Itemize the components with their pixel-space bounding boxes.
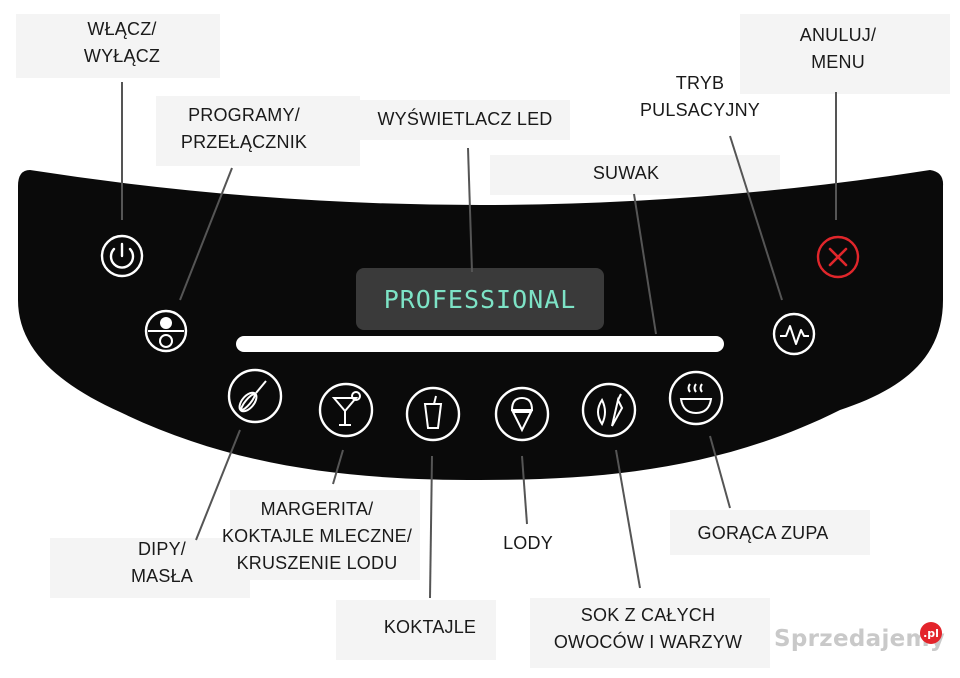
label-dips-line2: MASŁA <box>130 566 194 586</box>
led-display-text: PROFESSIONAL <box>383 284 577 314</box>
whisk-icon <box>238 380 267 413</box>
label-pulse-line1: TRYB <box>675 73 725 93</box>
label-juice-line2: OWOCÓW I WARZYW <box>553 632 743 652</box>
label-ice-cream-line1: LODY <box>503 533 553 553</box>
dips-button[interactable] <box>227 368 283 424</box>
label-margarita: MARGERITA/ KOKTAJLE MLECZNE/ KRUSZENIE L… <box>206 496 428 577</box>
cancel-x-icon <box>828 247 848 267</box>
label-dips: DIPY/ MASŁA <box>116 536 208 590</box>
pulse-wave-icon <box>780 325 809 345</box>
ice-cream-button[interactable] <box>494 386 550 442</box>
led-display <box>356 268 604 330</box>
label-programs: PROGRAMY/ PRZEŁĄCZNIK <box>160 102 328 156</box>
power-icon <box>109 242 135 269</box>
program-toggle-icon <box>148 317 184 348</box>
label-margarita-line3: KRUSZENIE LODU <box>236 553 398 573</box>
label-programs-line1: PROGRAMY/ <box>188 105 300 125</box>
label-margarita-line2: KOKTAJLE MLECZNE/ <box>221 526 413 546</box>
label-led: WYŚWIETLACZ LED <box>360 106 570 133</box>
label-juice-line1: SOK Z CAŁYCH <box>580 605 716 625</box>
label-smoothies: KOKTAJLE <box>370 614 490 641</box>
juice-button[interactable] <box>581 382 637 438</box>
label-ice-cream: LODY <box>480 530 576 557</box>
ice-cream-cone-icon <box>510 396 534 433</box>
soup-bowl-icon <box>679 383 713 415</box>
label-soup-line1: GORĄCA ZUPA <box>697 523 829 543</box>
label-cancel-line2: MENU <box>811 52 865 72</box>
label-pulse-line2: PULSACYJNY <box>639 100 761 120</box>
label-backgrounds <box>16 14 950 668</box>
label-power-line2: WYŁĄCZ <box>83 46 161 66</box>
label-led-line1: WYŚWIETLACZ LED <box>377 109 553 129</box>
label-soup: GORĄCA ZUPA <box>680 520 846 547</box>
vegetables-icon <box>597 393 624 427</box>
watermark-badge: .pl <box>920 622 942 644</box>
programs-button[interactable] <box>144 309 188 353</box>
cocktail-glass-icon <box>331 391 361 426</box>
margarita-button[interactable] <box>318 382 374 438</box>
label-cancel: ANULUJ/ MENU <box>776 22 900 76</box>
slider-bar[interactable] <box>236 336 724 352</box>
smoothies-button[interactable] <box>405 386 461 442</box>
watermark-text: Sprzedajemy <box>774 626 946 652</box>
label-juice: SOK Z CAŁYCH OWOCÓW I WARZYW <box>538 602 758 656</box>
cup-straw-icon <box>423 395 443 429</box>
label-pulse: TRYB PULSACYJNY <box>610 70 790 124</box>
cancel-button[interactable] <box>816 235 860 279</box>
label-cancel-line1: ANULUJ/ <box>799 25 877 45</box>
soup-button[interactable] <box>668 370 724 426</box>
label-slider: SUWAK <box>576 160 676 187</box>
label-programs-line2: PRZEŁĄCZNIK <box>180 132 308 152</box>
power-button[interactable] <box>100 234 144 278</box>
label-margarita-line1: MARGERITA/ <box>260 499 374 519</box>
pulse-button[interactable] <box>772 312 816 356</box>
label-dips-line1: DIPY/ <box>137 539 186 559</box>
label-power: WŁĄCZ/ WYŁĄCZ <box>70 16 174 70</box>
label-power-line1: WŁĄCZ/ <box>87 19 157 39</box>
leader-lines <box>121 82 837 599</box>
label-slider-line1: SUWAK <box>592 163 660 183</box>
label-smoothies-line1: KOKTAJLE <box>383 617 477 637</box>
